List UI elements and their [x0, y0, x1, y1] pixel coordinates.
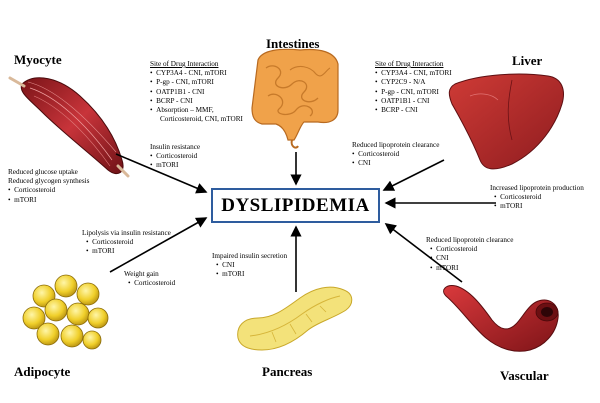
liver-production-block: Increased lipoprotein production Cortico… [490, 184, 584, 212]
list-item: CYP3A4 - CNI, mTORI [375, 69, 452, 78]
list-item: mTORI [216, 270, 287, 279]
list-item: mTORI [150, 161, 200, 170]
pancreas-secretion-header: Impaired insulin secretion [212, 252, 288, 260]
list-item: P-gp - CNI, mTORI [150, 78, 243, 87]
list-item: Corticosteroid [352, 150, 439, 159]
list-item: mTORI [430, 264, 513, 273]
liver-production-header: Increased lipoprotein production [490, 184, 584, 192]
list-item: Corticosteroid [150, 152, 200, 161]
adipocyte-lipolysis-block: Lipolysis via insulin resistance Cortico… [82, 229, 171, 257]
liver-interaction-header: Site of Drug Interaction [375, 60, 444, 68]
list-item: Corticosteroid [494, 193, 584, 202]
adipocyte-weight-block: Weight gain Corticosteroid [124, 270, 175, 288]
dyslipidemia-label: DYSLIPIDEMIA [221, 194, 370, 216]
pancreas-illustration [237, 286, 353, 351]
list-item: mTORI [86, 247, 171, 256]
dyslipidemia-box: DYSLIPIDEMIA [211, 188, 380, 223]
muscle-illustration [8, 76, 130, 178]
vascular-clearance-header: Reduced lipoprotein clearance [426, 236, 514, 244]
list-item: Corticosteroid [430, 245, 513, 254]
list-item-continuation: Corticosteroid, CNI, mTORI [160, 115, 243, 124]
list-item: Corticosteroid [86, 238, 171, 247]
adipocyte-weight-header: Weight gain [124, 270, 159, 278]
list-item: CNI [352, 159, 439, 168]
list-item: BCRP - CNI [375, 106, 452, 115]
list-item: mTORI [8, 196, 89, 205]
liver-title: Liver [512, 53, 543, 68]
list-item: mTORI [494, 202, 584, 211]
list-item: BCRP - CNI [150, 97, 243, 106]
list-item: CYP2C9 - N/A [375, 78, 452, 87]
list-item: Corticosteroid [128, 279, 175, 288]
pancreas-title: Pancreas [262, 364, 313, 379]
list-item: CYP3A4 - CNI, mTORI [150, 69, 243, 78]
pancreas-secretion-block: Impaired insulin secretion CNI mTORI [212, 252, 287, 280]
intestines-title: Intestines [266, 36, 320, 51]
list-item: CNI [216, 261, 287, 270]
intestine-illustration [251, 48, 339, 149]
intestine-interaction-header: Site of Drug Interaction [150, 60, 219, 68]
myocyte-glucose-line2: Reduced glycogen synthesis [8, 177, 90, 186]
list-item: OATP1B1 - CNI [375, 97, 452, 106]
vascular-title: Vascular [500, 368, 549, 383]
adipocyte-lipolysis-header: Lipolysis via insulin resistance [82, 229, 171, 237]
myocyte-insulin-block: Insulin resistance Corticosteroid mTORI [150, 143, 200, 171]
intestine-interaction-list: Site of Drug Interaction CYP3A4 - CNI, m… [150, 60, 243, 124]
liver-interaction-list: Site of Drug Interaction CYP3A4 - CNI, m… [375, 60, 452, 115]
myocyte-insulin-header: Insulin resistance [150, 143, 201, 151]
liver-clearance-block: Reduced lipoprotein clearance Corticoste… [352, 141, 439, 169]
vascular-clearance-block: Reduced lipoprotein clearance Corticoste… [426, 236, 513, 273]
arrow-myocyte [115, 153, 208, 194]
list-item: Absorption – MMF, [150, 106, 243, 115]
liver-illustration [448, 73, 564, 170]
list-item: OATP1B1 - CNI [150, 88, 243, 97]
myocyte-title: Myocyte [14, 52, 62, 67]
vascular-illustration [443, 285, 559, 352]
list-item: CNI [430, 254, 513, 263]
list-item: P-gp - CNI, mTORI [375, 88, 452, 97]
adipocyte-illustration [22, 274, 109, 350]
myocyte-glucose-block: Reduced glucose uptake Reduced glycogen … [8, 168, 89, 205]
myocyte-glucose-line1: Reduced glucose uptake [8, 168, 78, 176]
adipocyte-title: Adipocyte [14, 364, 71, 379]
liver-clearance-header: Reduced lipoprotein clearance [352, 141, 440, 149]
list-item: Corticosteroid [8, 186, 89, 195]
